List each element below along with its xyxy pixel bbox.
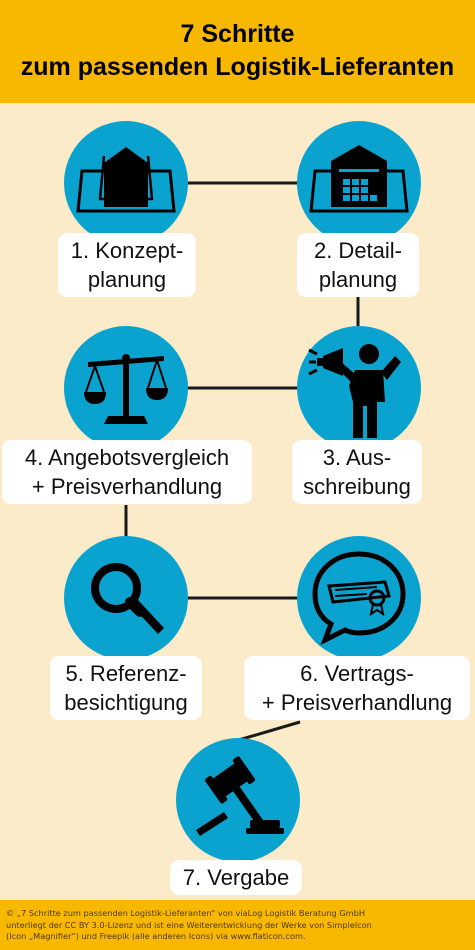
footer-line-1: © „7 Schritte zum passenden Logistik-Lie… — [6, 908, 365, 918]
step-7-label: 7. Vergabe — [170, 860, 302, 895]
copyright-footer: © „7 Schritte zum passenden Logistik-Lie… — [0, 900, 475, 950]
warehouse-icon — [309, 145, 409, 213]
step-2-label: 2. Detail- planung — [297, 233, 419, 297]
step-6-label: 6. Vertrags- + Preisverhandlung — [244, 656, 470, 720]
magnifier-icon — [91, 563, 164, 634]
step-1-circle — [64, 121, 188, 245]
scales-icon — [84, 354, 168, 424]
step-6-circle — [297, 536, 421, 660]
step-5-circle — [64, 536, 188, 660]
title-line-1: 7 Schritte — [180, 20, 295, 48]
footer-line-3: (Icon „Magnifier“) und Freepik (alle and… — [6, 931, 306, 941]
house-icon — [76, 147, 176, 213]
gavel-icon — [196, 756, 284, 836]
step-3-label: 3. Aus- schreibung — [292, 440, 422, 504]
contract-speech-bubble-icon — [312, 551, 406, 646]
step-3-circle — [297, 326, 421, 450]
step-7-circle — [176, 738, 300, 862]
megaphone-person-icon — [308, 344, 401, 438]
step-5-label: 5. Referenz- besichtigung — [50, 656, 202, 720]
footer-line-2: unterliegt der CC BY 3.0-Lizenz und ist … — [6, 919, 372, 930]
page-title: 7 Schritte zum passenden Logistik-Liefer… — [0, 0, 475, 103]
step-4-label: 4. Angebotsvergleich + Preisverhandlung — [2, 440, 252, 504]
step-1-label: 1. Konzept- planung — [58, 233, 196, 297]
step-2-circle — [297, 121, 421, 245]
step-4-circle — [64, 326, 188, 450]
title-line-2: zum passenden Logistik-Lieferanten — [20, 53, 455, 81]
